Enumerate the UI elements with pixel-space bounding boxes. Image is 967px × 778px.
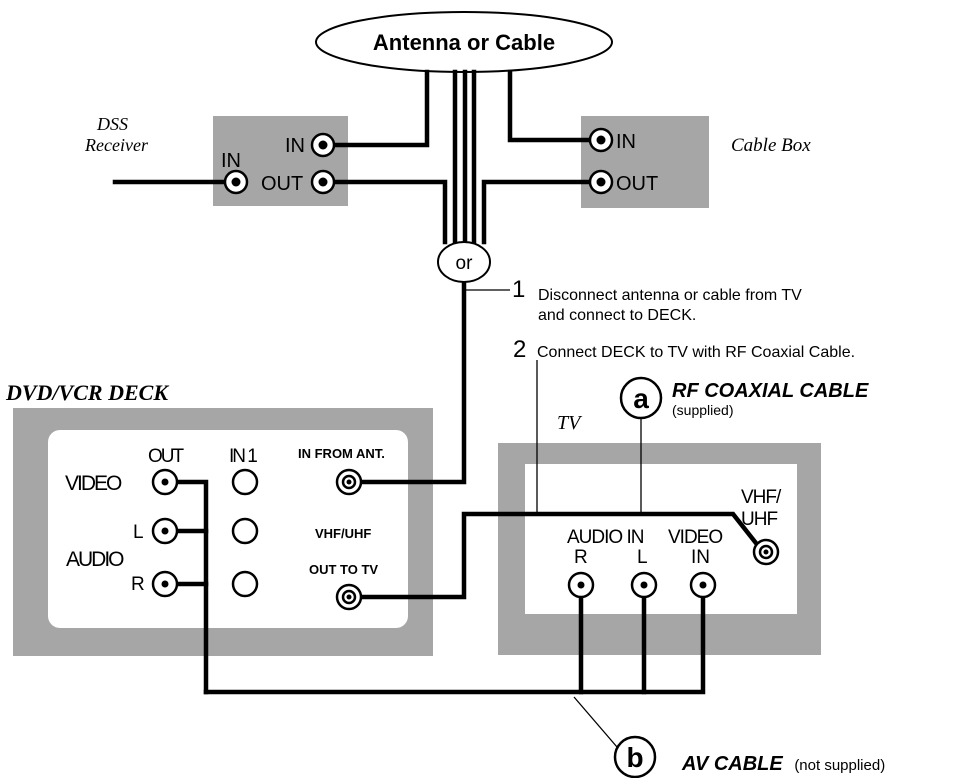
step2-text: Connect DECK to TV with RF Coaxial Cable… — [537, 344, 855, 361]
tv-audio-l-jack — [630, 571, 658, 599]
step1-line2: and connect to DECK. — [538, 307, 696, 324]
deck-out-to-tv-label: OUT TO TV — [309, 562, 378, 577]
dss-label-line2: Receiver — [84, 135, 149, 155]
deck-audio-l-out-jack — [151, 517, 179, 545]
dss-external-in-jack — [223, 169, 249, 195]
cable-dss-out-to-or — [331, 179, 448, 245]
step2-number: 2 — [513, 336, 526, 363]
or-ellipse — [437, 241, 491, 283]
dss-out-jack — [310, 169, 336, 195]
deck-audio-r-out-jack — [151, 570, 179, 598]
tv-r-label: R — [574, 547, 588, 568]
deck-audio-label: AUDIO — [66, 548, 124, 571]
cablebox-port-in-label: IN — [616, 131, 636, 153]
callout-b-sub: (not supplied) — [794, 757, 885, 774]
cable-cablebox-out-to-or — [481, 179, 604, 245]
callout-b-title: AV CABLE (not supplied) — [681, 753, 885, 775]
tv-video-label: VIDEO — [668, 527, 722, 548]
callout-a-title: RF COAXIAL CABLE — [672, 380, 869, 402]
deck-video-in1-jack — [231, 468, 259, 496]
deck-col-in1: IN 1 — [229, 446, 257, 467]
tv-uhf-label: UHF — [741, 509, 777, 530]
callout-b-circle — [613, 735, 657, 778]
tv-audio-r-jack — [567, 571, 595, 599]
cablebox-in-jack — [588, 127, 614, 153]
cable-or-to-deck-ant — [349, 277, 467, 485]
tv-video-in-jack — [689, 571, 717, 599]
cablebox-port-out-label: OUT — [616, 173, 658, 195]
deck-in-from-ant-label: IN FROM ANT. — [298, 446, 385, 461]
deck-video-label: VIDEO — [65, 472, 122, 495]
tv-in-label: IN — [691, 547, 710, 568]
deck-title: DVD/VCR DECK — [5, 380, 169, 405]
dss-port-out-label: OUT — [261, 173, 303, 195]
deck-col-out: OUT — [148, 446, 185, 467]
callout-a-letter: a — [633, 383, 649, 414]
tv-audio-in-label: AUDIO IN — [567, 527, 644, 548]
callout-b-letter: b — [626, 742, 643, 773]
tv-vhf-uhf-jack — [752, 538, 780, 566]
callout-a-sub: (supplied) — [672, 402, 733, 418]
antenna-or-cable-label: Antenna or Cable — [373, 30, 555, 55]
deck-vhf-uhf-label: VHF/UHF — [315, 526, 371, 541]
deck-audio-r-in1-jack — [231, 570, 259, 598]
deck-out-to-tv-jack — [335, 583, 363, 611]
step1-line1: Disconnect antenna or cable from TV — [538, 287, 802, 304]
cable-antenna-to-dss — [331, 69, 430, 148]
callout-a-circle — [619, 376, 663, 420]
dss-in-jack — [310, 132, 336, 158]
dss-in-label: IN — [221, 150, 241, 172]
deck-video-out-jack — [151, 468, 179, 496]
deck-l-label: L — [133, 522, 144, 543]
step1-number: 1 — [512, 276, 525, 303]
deck-panel — [48, 430, 408, 628]
cablebox-label: Cable Box — [731, 135, 811, 156]
av-cable-video — [166, 479, 209, 695]
deck-audio-l-in1-jack — [231, 517, 259, 545]
cablebox-out-jack — [588, 169, 614, 195]
rf-coaxial-cable — [349, 511, 767, 600]
or-label: or — [456, 253, 474, 274]
cable-antenna-to-cablebox — [507, 69, 604, 143]
dss-port-in-label: IN — [285, 135, 305, 157]
av-cable-bottom — [203, 582, 706, 695]
deck-r-label: R — [131, 574, 145, 595]
deck-in-from-ant-jack — [335, 468, 363, 496]
tv-label: TV — [557, 412, 583, 434]
callout-b-title-text: AV CABLE — [681, 753, 783, 775]
leader-b — [573, 696, 618, 748]
tv-vhf-label: VHF/ — [741, 487, 782, 508]
dss-label-line1: DSS — [96, 114, 128, 134]
tv-l-label: L — [637, 547, 648, 568]
